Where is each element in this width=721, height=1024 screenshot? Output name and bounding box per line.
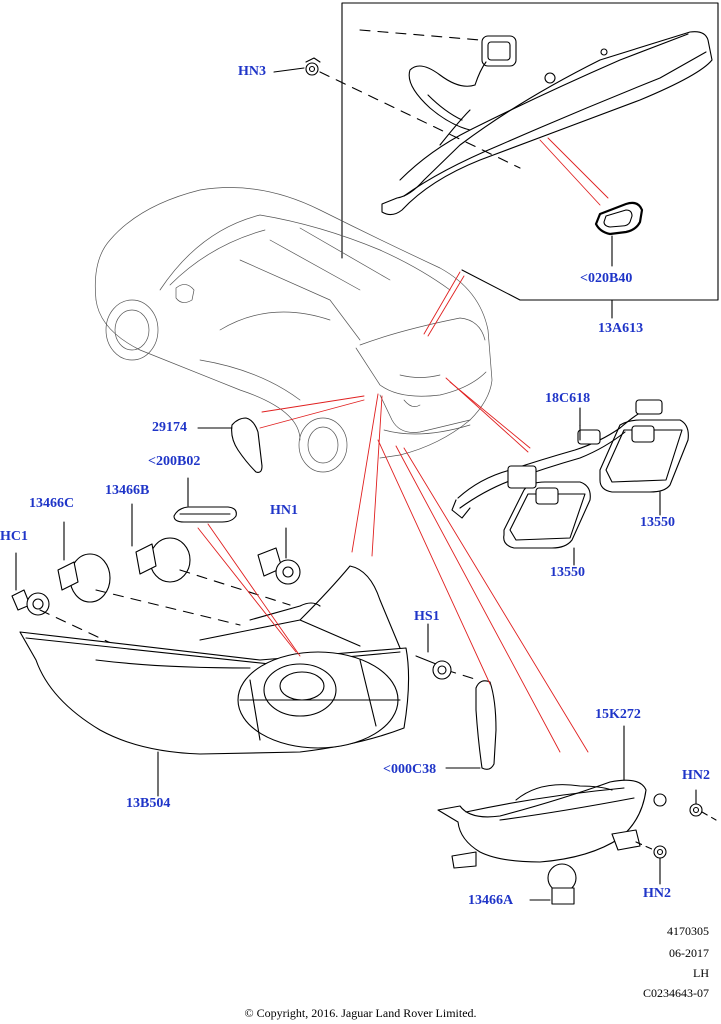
callout-29174[interactable]: 29174 (152, 420, 187, 435)
callout-hn1[interactable]: HN1 (270, 503, 298, 518)
diagram-date: 06-2017 (669, 946, 709, 960)
tail-lamp-13b504 (19, 565, 410, 797)
callout-13550-upper[interactable]: 13550 (640, 515, 675, 530)
callout-15k272[interactable]: 15K272 (595, 707, 641, 722)
nut-hn2-lower (635, 841, 667, 885)
vehicle-outline (94, 187, 493, 473)
bulb-13466c (57, 521, 111, 603)
callout-hn2-lower[interactable]: HN2 (643, 886, 671, 901)
bulb-13466a (529, 863, 577, 905)
red-leaders (197, 137, 609, 753)
callout-020b40[interactable]: <020B40 (580, 271, 633, 286)
black-leaders (197, 67, 613, 429)
hn3-nut (305, 57, 321, 76)
callout-13466a[interactable]: 13466A (468, 893, 514, 908)
callout-13466b[interactable]: 13466B (105, 483, 150, 498)
callout-13466c[interactable]: 13466C (29, 496, 75, 511)
diagram-side: LH (693, 966, 709, 980)
stop-lamp-assembly (381, 31, 713, 216)
gasket-020b40 (594, 201, 644, 236)
reflector-200b02 (173, 477, 237, 523)
diagram-code: C0234643-07 (643, 986, 709, 1000)
nut-hn2-upper (689, 789, 717, 821)
reflector-000c38 (445, 680, 497, 770)
copyright-notice: © Copyright, 2016. Jaguar Land Rover Lim… (244, 1006, 477, 1020)
bulb-13466b (131, 503, 191, 583)
callout-hs1[interactable]: HS1 (414, 609, 440, 624)
callout-200b02[interactable]: <200B02 (148, 454, 201, 469)
fog-lamp-15k272 (437, 725, 667, 869)
callout-hc1[interactable]: HC1 (0, 529, 28, 544)
callout-13550-lower[interactable]: 13550 (550, 565, 585, 580)
callout-18c618[interactable]: 18C618 (545, 391, 591, 406)
harness-18c618 (451, 399, 663, 519)
callout-000c38[interactable]: <000C38 (383, 762, 437, 777)
callout-13a613[interactable]: 13A613 (598, 321, 644, 336)
pad-29174 (231, 417, 263, 473)
license-lamp-lower (503, 481, 591, 566)
nut-hn1 (257, 527, 301, 585)
callout-hn3[interactable]: HN3 (238, 64, 266, 79)
screw-hs1 (415, 623, 452, 680)
callout-13b504[interactable]: 13B504 (126, 796, 171, 811)
inset-frame (341, 2, 719, 301)
socket-hc1 (11, 552, 50, 616)
license-lamp-upper (599, 419, 689, 516)
diagram-number: 4170305 (667, 924, 709, 938)
callout-hn2-upper[interactable]: HN2 (682, 768, 710, 783)
